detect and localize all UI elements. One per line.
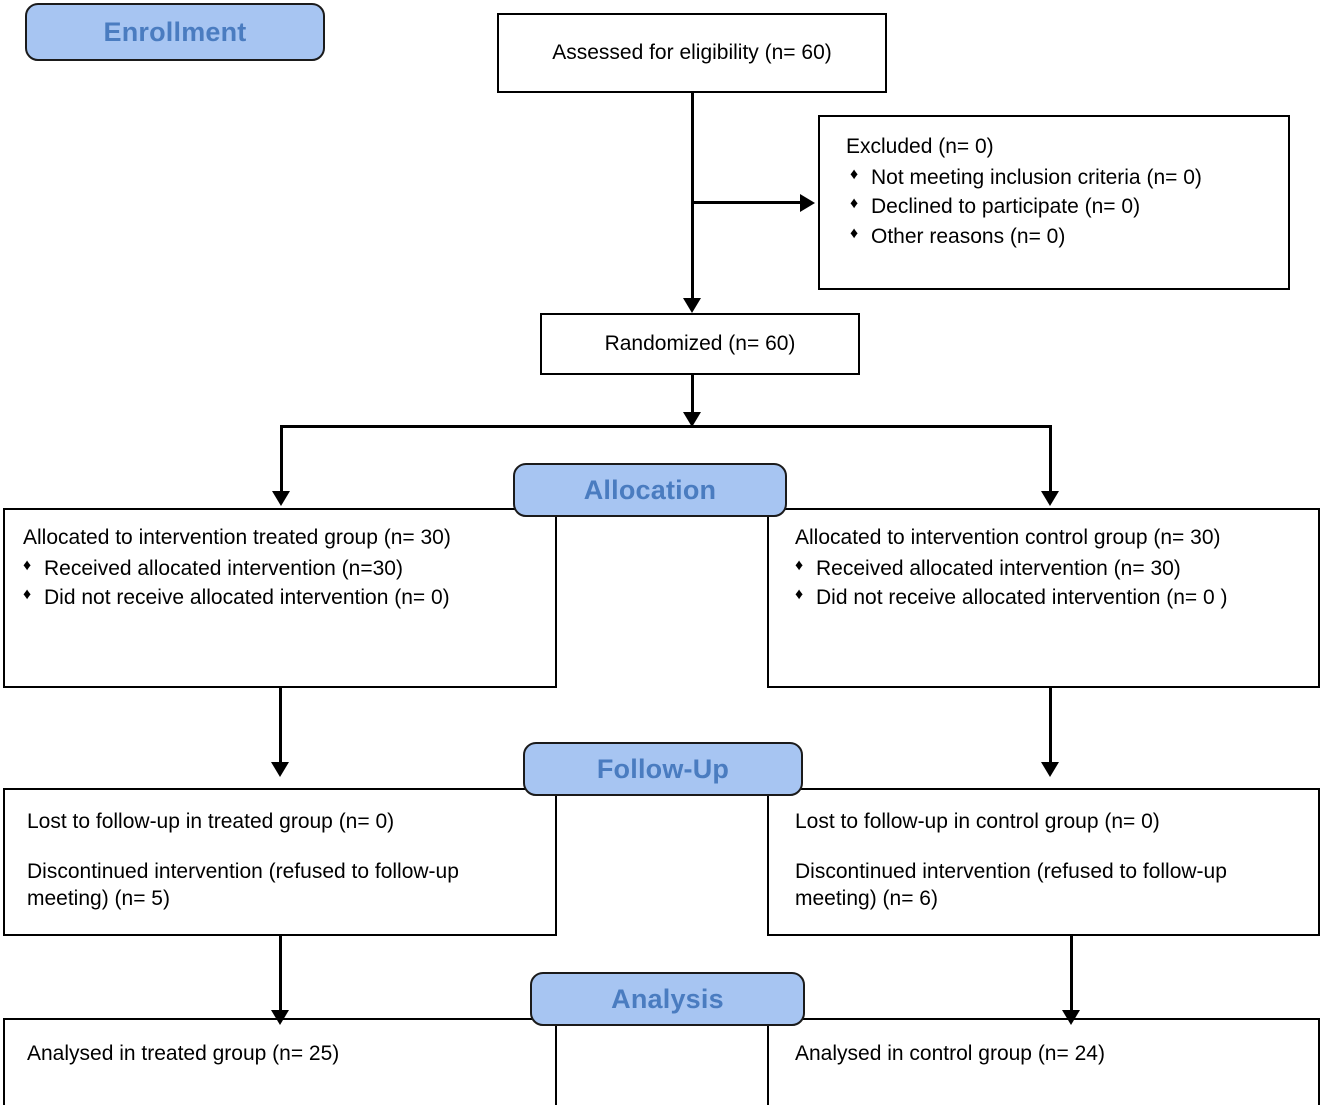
box-analysis-treated: Analysed in treated group (n= 25) bbox=[3, 1018, 557, 1105]
randomized-label: Randomized (n= 60) bbox=[604, 332, 796, 356]
excluded-title: Excluded (n= 0) bbox=[846, 135, 994, 158]
arrowhead-assessed-to-randomized bbox=[683, 298, 701, 313]
box-assessed-for-eligibility: Assessed for eligibility (n= 60) bbox=[497, 13, 887, 93]
stage-label-analysis-text: Analysis bbox=[611, 983, 724, 1014]
excluded-reason-text: Not meeting inclusion criteria (n= 0) bbox=[871, 165, 1202, 189]
box-followup-control: Lost to follow-up in control group (n= 0… bbox=[767, 788, 1320, 936]
connector-randomized-down bbox=[691, 375, 694, 421]
list-item: ♦ Declined to participate (n= 0) bbox=[846, 193, 1274, 221]
connector-assessed-to-randomized bbox=[691, 93, 694, 307]
arrowhead-split-to-left-allocation bbox=[272, 491, 290, 506]
box-excluded: Excluded (n= 0) ♦ Not meeting inclusion … bbox=[818, 115, 1290, 290]
connector-left-followup-to-analysis bbox=[279, 936, 282, 1016]
stage-label-enrollment: Enrollment bbox=[25, 3, 325, 61]
allocation-control-bullet-text: Did not receive allocated intervention (… bbox=[816, 586, 1228, 610]
connector-split-to-left-allocation bbox=[280, 425, 283, 497]
list-item: ♦ Received allocated intervention (n= 30… bbox=[795, 555, 1304, 583]
excluded-reason-text: Other reasons (n= 0) bbox=[871, 225, 1066, 249]
diamond-bullet-icon: ♦ bbox=[795, 586, 804, 604]
arrowhead-right-followup-to-analysis bbox=[1062, 1010, 1080, 1025]
box-allocation-treated: Allocated to intervention treated group … bbox=[3, 508, 557, 688]
arrowhead-randomized-down bbox=[683, 412, 701, 427]
arrowhead-right-allocation-to-followup bbox=[1041, 762, 1059, 777]
allocation-control-bullet-text: Received allocated intervention (n= 30) bbox=[816, 556, 1181, 580]
analysis-treated-label: Analysed in treated group (n= 25) bbox=[27, 1042, 340, 1065]
allocation-treated-bullet-list: ♦ Received allocated intervention (n=30)… bbox=[23, 555, 541, 612]
list-item: ♦ Did not receive allocated intervention… bbox=[23, 584, 541, 612]
connector-right-followup-to-analysis bbox=[1070, 936, 1073, 1016]
list-item: ♦ Not meeting inclusion criteria (n= 0) bbox=[846, 164, 1274, 192]
diamond-bullet-icon: ♦ bbox=[23, 586, 32, 604]
arrowhead-left-allocation-to-followup bbox=[271, 762, 289, 777]
stage-label-followup-text: Follow-Up bbox=[596, 753, 730, 784]
connector-to-excluded bbox=[692, 201, 804, 204]
stage-label-analysis: Analysis bbox=[530, 972, 805, 1026]
box-randomized: Randomized (n= 60) bbox=[540, 313, 860, 375]
followup-control-lost: Lost to follow-up in control group (n= 0… bbox=[795, 810, 1160, 833]
list-item: ♦ Received allocated intervention (n=30) bbox=[23, 555, 541, 583]
box-analysis-control: Analysed in control group (n= 24) bbox=[767, 1018, 1320, 1105]
stage-label-allocation: Allocation bbox=[513, 463, 787, 517]
excluded-reason-list: ♦ Not meeting inclusion criteria (n= 0) … bbox=[846, 164, 1274, 251]
connector-split-bar bbox=[280, 425, 1052, 428]
connector-split-to-right-allocation bbox=[1049, 425, 1052, 497]
arrowhead-left-followup-to-analysis bbox=[271, 1010, 289, 1025]
diamond-bullet-icon: ♦ bbox=[23, 556, 32, 574]
stage-label-enrollment-text: Enrollment bbox=[103, 16, 247, 47]
analysis-control-label: Analysed in control group (n= 24) bbox=[795, 1042, 1105, 1065]
followup-treated-lost: Lost to follow-up in treated group (n= 0… bbox=[27, 810, 395, 833]
followup-control-discontinued: Discontinued intervention (refused to fo… bbox=[795, 859, 1227, 911]
diamond-bullet-icon: ♦ bbox=[850, 225, 859, 243]
allocation-control-title: Allocated to intervention control group … bbox=[795, 526, 1221, 549]
allocation-treated-bullet-text: Did not receive allocated intervention (… bbox=[44, 586, 450, 610]
diamond-bullet-icon: ♦ bbox=[850, 195, 859, 213]
box-allocation-control: Allocated to intervention control group … bbox=[767, 508, 1320, 688]
allocation-treated-title: Allocated to intervention treated group … bbox=[23, 526, 451, 549]
arrowhead-to-excluded bbox=[800, 194, 815, 212]
arrowhead-split-to-right-allocation bbox=[1041, 491, 1059, 506]
allocation-control-bullet-list: ♦ Received allocated intervention (n= 30… bbox=[795, 555, 1304, 612]
diamond-bullet-icon: ♦ bbox=[850, 165, 859, 183]
stage-label-allocation-text: Allocation bbox=[583, 474, 717, 505]
box-followup-treated: Lost to follow-up in treated group (n= 0… bbox=[3, 788, 557, 936]
followup-treated-discontinued: Discontinued intervention (refused to fo… bbox=[27, 859, 459, 911]
connector-left-allocation-to-followup bbox=[279, 688, 282, 768]
list-item: ♦ Did not receive allocated intervention… bbox=[795, 584, 1304, 612]
assessed-label: Assessed for eligibility (n= 60) bbox=[552, 41, 832, 65]
stage-label-followup: Follow-Up bbox=[523, 742, 803, 796]
connector-right-allocation-to-followup bbox=[1049, 688, 1052, 768]
excluded-reason-text: Declined to participate (n= 0) bbox=[871, 195, 1141, 219]
list-item: ♦ Other reasons (n= 0) bbox=[846, 223, 1274, 251]
diamond-bullet-icon: ♦ bbox=[795, 556, 804, 574]
allocation-treated-bullet-text: Received allocated intervention (n=30) bbox=[44, 556, 403, 580]
